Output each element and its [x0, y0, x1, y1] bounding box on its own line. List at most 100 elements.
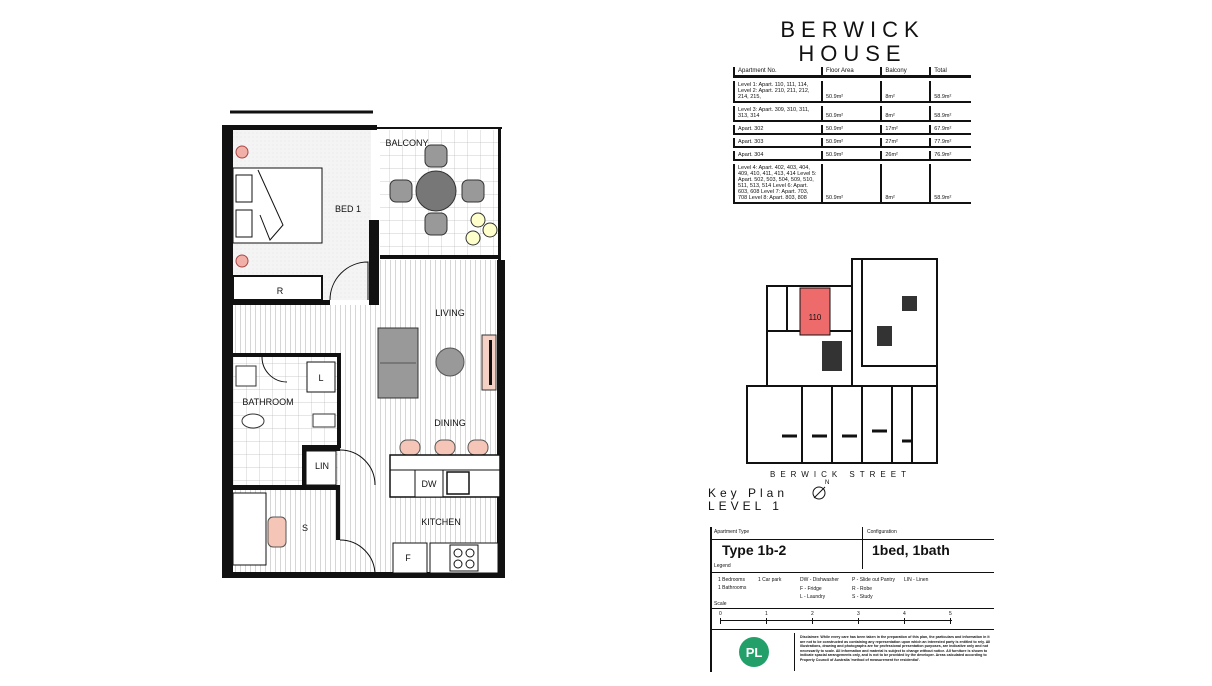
legend-item: L - Laundry	[800, 594, 826, 600]
bedside-lamp	[235, 254, 249, 268]
legend-item: P - Slide out Pantry	[852, 577, 895, 583]
apartment-cell: Apart. 303	[733, 138, 821, 148]
balcony-cell: 17m²	[880, 125, 930, 135]
floor-area-cell: 50.9m²	[821, 125, 881, 135]
room-label-linen: LIN	[315, 461, 329, 471]
north-label: N	[825, 480, 830, 486]
legend-item: 1 Bathrooms	[718, 585, 747, 591]
apartment-type-label: Apartment Type	[714, 529, 750, 535]
legend-item: S - Study	[852, 594, 873, 600]
total-cell: 58.9m²	[929, 106, 971, 122]
scale-tick	[720, 618, 721, 624]
fridge	[392, 542, 428, 574]
balcony-dining-set	[389, 144, 485, 236]
room-label-kitchen: KITCHEN	[421, 517, 461, 527]
legend-item: LIN - Linen	[904, 577, 929, 583]
dishwasher	[414, 469, 444, 498]
shower	[235, 365, 257, 387]
laundry	[306, 361, 336, 393]
total-cell: 58.9m²	[929, 164, 971, 204]
floor-area-cell: 50.9m²	[821, 164, 881, 204]
scale-tick-label: 4	[903, 611, 906, 617]
room-label-laundry: L	[318, 373, 323, 383]
linen	[305, 450, 337, 486]
study-desk	[232, 492, 267, 566]
toilet	[241, 413, 265, 429]
scale-tick-label: 0	[719, 611, 722, 617]
coffee-table	[435, 347, 465, 377]
configuration-label: Configuration	[867, 529, 897, 535]
pl-logo: PL	[739, 637, 769, 667]
apartment-type-value: Type 1b-2	[722, 542, 787, 558]
scale-tick	[812, 618, 813, 624]
kitchen-island	[389, 454, 501, 498]
pillow	[235, 174, 253, 203]
basin	[312, 413, 336, 428]
floor-area-cell: 50.9m²	[821, 81, 881, 103]
room-label-dishwasher: DW	[422, 479, 437, 489]
legend-item: DW - Dishwasher	[800, 577, 839, 583]
legend-label: Legend	[714, 563, 731, 569]
area-table: Apartment No. Floor Area Balcony Total L…	[733, 64, 971, 207]
scale-tick-label: 5	[949, 611, 952, 617]
total-cell: 58.9m²	[929, 81, 971, 103]
street-label: BERWICK STREET	[770, 470, 911, 479]
key-plan: 110	[746, 258, 938, 464]
apartment-cell: Apart. 304	[733, 151, 821, 161]
highlighted-unit-110	[799, 287, 831, 336]
balcony-cell: 8m²	[880, 81, 930, 103]
total-cell: 67.9m²	[929, 125, 971, 135]
scale-tick-label: 2	[811, 611, 814, 617]
header-total: Total	[929, 67, 971, 78]
apartment-cell: Level 1: Apart. 110, 111, 114, Level 2: …	[733, 81, 821, 103]
title-line-1: BERWICK	[780, 17, 925, 42]
area-table-row: Level 1: Apart. 110, 111, 114, Level 2: …	[733, 81, 971, 103]
key-plan-label: Key Plan LEVEL 1	[708, 487, 788, 513]
apartment-cell: Level 4: Apart. 402, 403, 404, 409, 410,…	[733, 164, 821, 204]
area-table-header: Apartment No. Floor Area Balcony Total	[733, 67, 971, 78]
apartment-cell: Level 3: Apart. 309, 310, 311, 313, 314	[733, 106, 821, 122]
scale-tick	[950, 618, 951, 624]
unit-number: 110	[809, 313, 822, 322]
apartment-cell: Apart. 302	[733, 125, 821, 135]
floor-area-cell: 50.9m²	[821, 106, 881, 122]
balcony-cell: 27m²	[880, 138, 930, 148]
apartment-floor-plan: BED 1 BALCONY R LIVING BATHROOM L DINING…	[222, 110, 505, 578]
scale-tick	[904, 618, 905, 624]
plant	[465, 212, 498, 246]
scale-label: Scale	[714, 601, 727, 607]
pillow	[235, 209, 253, 238]
legend-item: R - Robe	[852, 586, 873, 592]
total-cell: 77.9m²	[929, 138, 971, 148]
scale-tick	[858, 618, 859, 624]
header-apartment: Apartment No.	[733, 67, 821, 78]
room-label-balcony: BALCONY	[385, 138, 428, 148]
north-arrow-icon	[812, 486, 826, 500]
key-plan-level: LEVEL 1	[708, 499, 783, 513]
balcony-cell: 8m²	[880, 164, 930, 204]
floor-area-cell: 50.9m²	[821, 138, 881, 148]
bed-sheet	[257, 169, 284, 241]
area-table-row: Level 4: Apart. 402, 403, 404, 409, 410,…	[733, 164, 971, 204]
room-label-fridge: F	[405, 553, 411, 563]
room-label-living: LIVING	[435, 308, 465, 318]
legend-item: F - Fridge	[800, 586, 822, 592]
scale-tick	[766, 618, 767, 624]
floor-area-cell: 50.9m²	[821, 151, 881, 161]
scale-bar	[720, 620, 952, 621]
study-chair	[267, 516, 287, 548]
scale-tick-label: 1	[765, 611, 768, 617]
balcony-cell: 8m²	[880, 106, 930, 122]
cooktop	[449, 544, 479, 572]
walls	[222, 125, 505, 578]
bedside-lamp	[235, 145, 249, 159]
header-balcony: Balcony	[880, 67, 930, 78]
kitchen-sink	[446, 471, 470, 495]
header-floor-area: Floor Area	[821, 67, 881, 78]
disclaimer: Disclaimer: While every care has been ta…	[800, 635, 991, 662]
